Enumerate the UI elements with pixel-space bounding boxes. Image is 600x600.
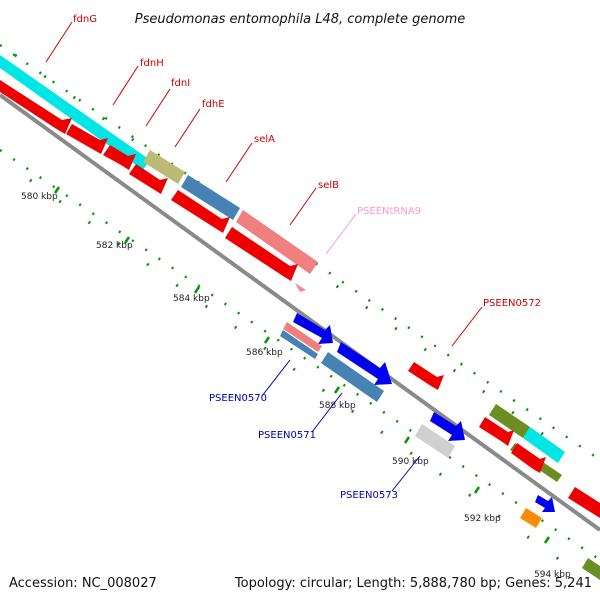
gene-label-selA: selA [254, 134, 275, 145]
tick-mark [123, 236, 131, 244]
feature-cyan [0, 55, 150, 170]
gene-labels: fdnG fdnH fdnI fdhE selA selB PSEENtRNA9… [73, 14, 541, 501]
tick-label: 586 kbp [246, 348, 283, 358]
gene-label-PSEEN0573: PSEEN0573 [340, 490, 398, 501]
feature-pink-arrow [295, 283, 306, 292]
feature-steel-top [181, 175, 240, 220]
genome-backbone [0, 93, 600, 532]
gene-label-PSEEN0572: PSEEN0572 [483, 298, 541, 309]
gene-label-selB: selB [318, 180, 339, 191]
tick-label: 584 kbp [173, 294, 210, 304]
topology-text: Topology: circular; Length: 5,888,780 bp… [234, 576, 592, 591]
tick-label: 582 kbp [96, 241, 133, 251]
feature-steel-small [280, 330, 318, 359]
accession-text: Accession: NC_008027 [9, 576, 157, 591]
feature-blue-3 [430, 412, 465, 441]
feature-red-9 [511, 443, 546, 473]
tick-mark [473, 486, 481, 494]
tick-marks [53, 186, 551, 544]
feature-cyan-2 [523, 427, 565, 463]
feature-red-1 [0, 80, 72, 134]
feature-red-7 [408, 362, 444, 390]
tick-mark [53, 186, 61, 194]
feature-green-1 [489, 404, 530, 438]
gene-label-PSEENtRNA9: PSEENtRNA9 [357, 206, 421, 217]
feature-pink-small [283, 322, 322, 352]
guide-lines-strong [14, 53, 566, 562]
feature-red-8 [479, 417, 514, 446]
gene-label-fdnH: fdnH [140, 58, 164, 69]
tick-mark [333, 386, 341, 394]
feature-red-6 [225, 227, 298, 281]
feature-steel-2 [321, 352, 384, 402]
feature-green-3 [582, 558, 600, 580]
feature-orange [520, 508, 542, 528]
feature-red-4 [129, 164, 168, 194]
feature-grey [415, 424, 455, 458]
gene-label-fdnG: fdnG [73, 14, 97, 25]
gene-label-fdhE: fdhE [202, 99, 225, 110]
feature-pink-top [236, 210, 318, 274]
feature-blue-2 [337, 342, 392, 385]
tick-mark [193, 286, 201, 294]
tick-mark [543, 536, 551, 544]
feature-red-5 [171, 190, 230, 233]
tick-label: 590 kbp [392, 457, 429, 467]
tick-mark [263, 336, 271, 344]
feature-red-2 [66, 124, 108, 154]
feature-olive [143, 150, 185, 184]
ruler: 580 kbp 582 kbp 584 kbp 586 kbp 588 kbp … [21, 192, 571, 580]
tick-label: 588 kbp [319, 401, 356, 411]
gene-label-fdnI: fdnI [171, 78, 190, 89]
tick-mark [403, 436, 411, 444]
tick-label: 592 kbp [464, 514, 501, 524]
feature-blue-4 [535, 495, 555, 512]
gene-label-PSEEN0571: PSEEN0571 [258, 430, 316, 441]
feature-red-10 [568, 487, 600, 518]
feature-red-3 [103, 145, 136, 170]
features [0, 55, 600, 580]
tick-label: 580 kbp [21, 192, 58, 202]
map-title: Pseudomonas entomophila L48, complete ge… [135, 12, 466, 27]
tick-label: 594 kbp [534, 570, 571, 580]
feature-blue-1 [293, 313, 333, 344]
gene-label-PSEEN0570: PSEEN0570 [209, 393, 267, 404]
label-leaders [45, 21, 483, 492]
